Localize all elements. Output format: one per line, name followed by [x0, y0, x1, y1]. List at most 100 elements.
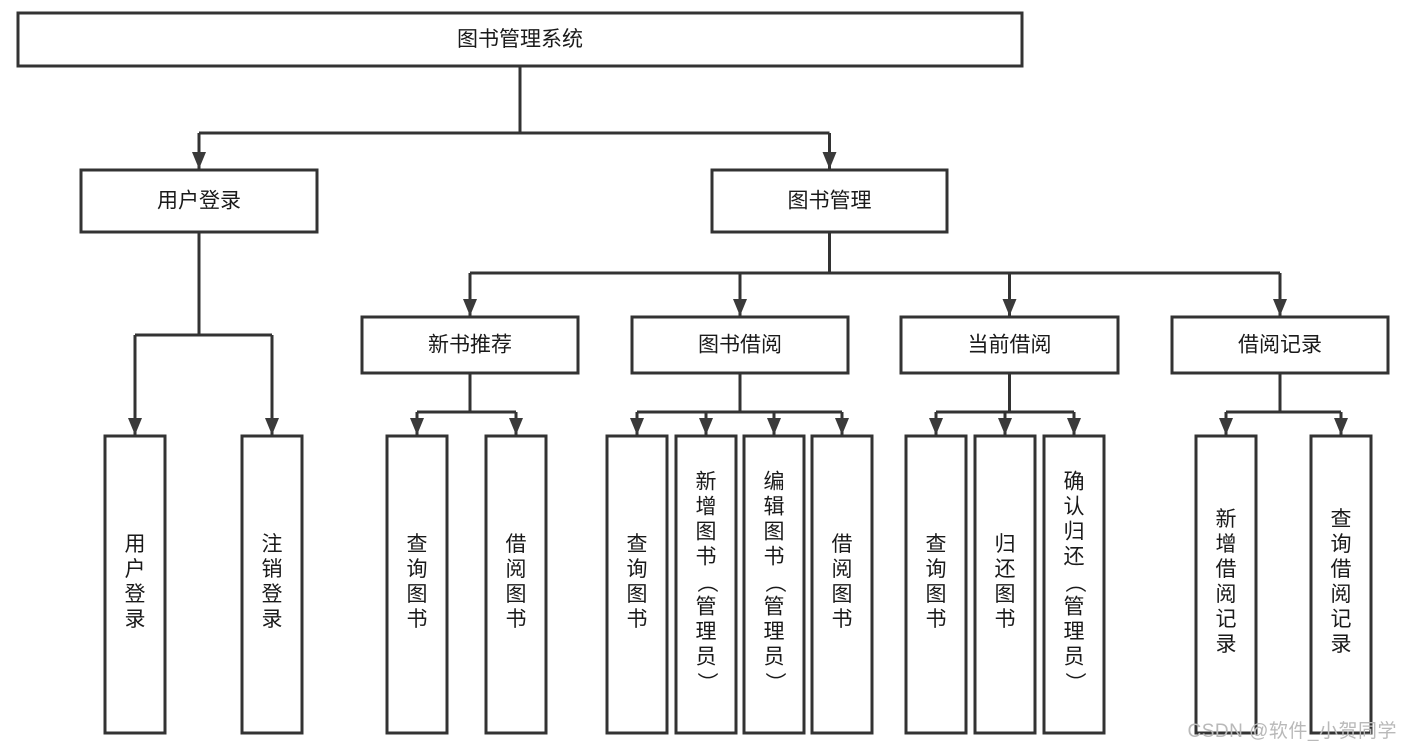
node-box[interactable] — [1042, 434, 1106, 735]
node-book-manage[interactable]: 图书管理 — [710, 168, 949, 234]
node-label-char: 辑 — [764, 496, 785, 519]
node-box[interactable] — [16, 11, 1024, 68]
arrow-head-icon — [1002, 299, 1017, 316]
node-box[interactable] — [240, 434, 304, 735]
node-box[interactable] — [710, 168, 949, 234]
node-label-char: 查 — [407, 533, 428, 556]
node-label-char: 图 — [926, 583, 947, 606]
node-label-char: 询 — [627, 558, 648, 581]
node-label-char: 借 — [506, 533, 527, 556]
node-label-char: 员 — [764, 646, 785, 669]
node-box[interactable] — [385, 434, 449, 735]
arrow-head-icon — [463, 299, 477, 316]
node-label: 图书管理 — [788, 190, 872, 213]
arrow-head-icon — [509, 418, 523, 435]
node-label-char: 书 — [506, 608, 527, 631]
node-label-char: 管 — [764, 596, 785, 619]
node-box[interactable] — [742, 434, 806, 735]
node-label-char: 还 — [1064, 546, 1085, 569]
edges-layer — [128, 66, 1348, 435]
node-label-char: 管 — [1064, 596, 1085, 619]
node-label-char: 新 — [1216, 508, 1237, 531]
node-box[interactable] — [360, 315, 580, 375]
node-label-char: 书 — [995, 608, 1016, 631]
node-label: 用户登录 — [157, 190, 241, 213]
node-label-char: 理 — [1064, 621, 1085, 644]
node-label: 图书管理系统 — [457, 28, 583, 51]
edge-group — [128, 232, 279, 435]
node-label-char: 图 — [506, 583, 527, 606]
node-label-char: ） — [695, 672, 718, 693]
node-box[interactable] — [674, 434, 738, 735]
node-box[interactable] — [899, 315, 1120, 375]
node-label-char: 记 — [1216, 608, 1237, 631]
arrow-head-icon — [998, 418, 1012, 435]
node-label-char: 书 — [627, 608, 648, 631]
node-box[interactable] — [1194, 434, 1258, 735]
node-label: 借阅记录 — [1238, 334, 1322, 357]
node-label-char: 理 — [764, 621, 785, 644]
node-leaf-user-login[interactable]: 用户登录 — [103, 434, 167, 735]
node-label-char: 阅 — [1216, 583, 1237, 606]
edge-group — [463, 232, 1287, 316]
edge-group — [630, 373, 849, 435]
node-box[interactable] — [630, 315, 850, 375]
node-label-char: 录 — [1331, 633, 1352, 656]
node-label-char: 书 — [832, 608, 853, 631]
node-book-borrow[interactable]: 图书借阅 — [630, 315, 850, 375]
arrow-head-icon — [630, 418, 644, 435]
node-label-char: 录 — [1216, 633, 1237, 656]
arrow-head-icon — [1219, 418, 1233, 435]
arrow-head-icon — [699, 418, 713, 435]
node-label-char: 借 — [1331, 558, 1352, 581]
node-label-char: 借 — [1216, 558, 1237, 581]
arrow-head-icon — [835, 418, 849, 435]
node-box[interactable] — [103, 434, 167, 735]
arrow-head-icon — [733, 299, 747, 316]
node-box[interactable] — [484, 434, 548, 735]
node-label-char: 询 — [926, 558, 947, 581]
node-new-book-recommend[interactable]: 新书推荐 — [360, 315, 580, 375]
node-user-login[interactable]: 用户登录 — [79, 168, 319, 234]
arrow-head-icon — [410, 418, 424, 435]
node-box[interactable] — [79, 168, 319, 234]
node-label-char: 阅 — [506, 558, 527, 581]
node-label-char: 查 — [627, 533, 648, 556]
node-box[interactable] — [605, 434, 669, 735]
node-label-char: （ — [763, 572, 786, 593]
node-box[interactable] — [1309, 434, 1373, 735]
node-label-char: 员 — [696, 646, 717, 669]
node-label-char: 归 — [995, 533, 1016, 556]
node-label-char: 增 — [696, 496, 717, 519]
node-label-char: 认 — [1064, 496, 1085, 519]
node-label-char: ） — [763, 672, 786, 693]
node-label-char: ） — [1063, 672, 1086, 693]
node-label-char: 书 — [696, 546, 717, 569]
node-current-borrow[interactable]: 当前借阅 — [899, 315, 1120, 375]
node-label-char: 记 — [1331, 608, 1352, 631]
node-root[interactable]: 图书管理系统 — [16, 11, 1024, 68]
node-box[interactable] — [1170, 315, 1390, 375]
node-box[interactable] — [810, 434, 874, 735]
arrow-head-icon — [128, 418, 142, 435]
node-box[interactable] — [973, 434, 1037, 735]
node-label-char: 编 — [764, 471, 785, 494]
node-label-char: 书 — [407, 608, 428, 631]
node-box[interactable] — [904, 434, 968, 735]
node-borrow-record[interactable]: 借阅记录 — [1170, 315, 1390, 375]
node-label-char: 理 — [696, 621, 717, 644]
arrow-head-icon — [822, 152, 837, 169]
